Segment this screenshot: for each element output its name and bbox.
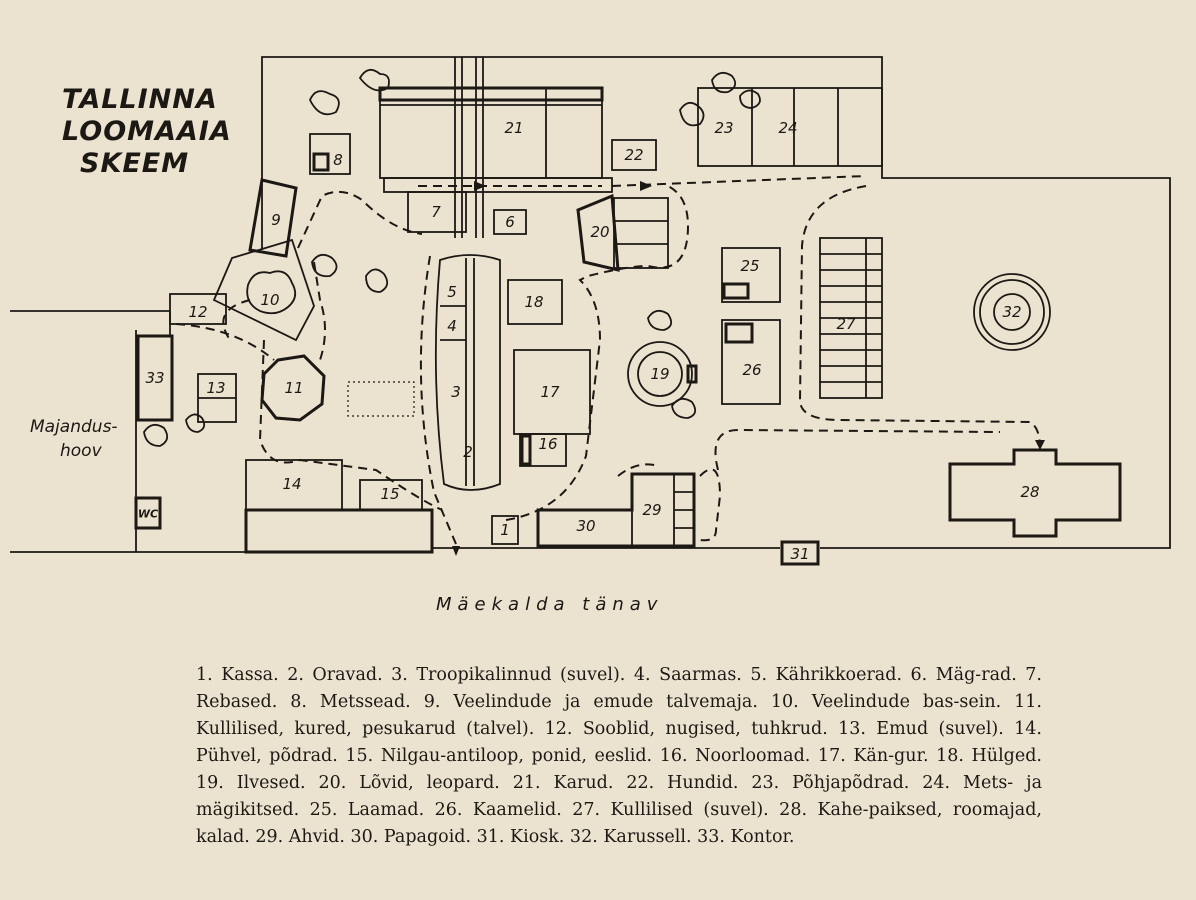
street-name: Mäekalda tänav: [436, 594, 663, 615]
enclosure-31: [780, 540, 820, 566]
map-number-33: 33: [145, 369, 164, 387]
map-number-2: 2: [463, 443, 473, 461]
enclosure-18: [507, 279, 563, 325]
map-number-10: 10: [260, 291, 279, 309]
enclosure-numbers: 1 2 3 4 5 6 7 8 9 10 11 12 13 14 15 16 1…: [145, 119, 1039, 563]
map-number-18: 18: [524, 293, 543, 311]
enclosure-27: [819, 237, 883, 399]
enclosure-23-24: [697, 87, 883, 167]
map-number-21: 21: [504, 119, 523, 137]
side-label-line-1: Majandus-: [30, 417, 118, 437]
map-number-7: 7: [431, 203, 441, 221]
map-number-19: 19: [650, 365, 669, 383]
enclosure-20: [576, 193, 669, 272]
enclosure-32: [973, 273, 1051, 351]
wc-building: [134, 496, 162, 530]
map-number-8: 8: [333, 151, 343, 169]
enclosure-22: [611, 139, 657, 171]
visitor-paths: [175, 175, 1045, 556]
map-number-23: 23: [714, 119, 733, 137]
enclosure-29-30: [536, 472, 696, 548]
map-number-28: 28: [1020, 483, 1039, 501]
enclosure-33: [136, 334, 174, 422]
map-number-9: 9: [271, 211, 281, 229]
enclosure-6: [493, 209, 527, 235]
enclosure-8: [309, 133, 351, 175]
enclosure-10: [212, 238, 315, 342]
map-number-31: 31: [790, 545, 809, 563]
map-number-11: 11: [284, 379, 303, 397]
map-number-20: 20: [590, 223, 609, 241]
map-number-22: 22: [624, 146, 643, 164]
enclosure-19: [627, 341, 698, 407]
map-legend: 1. Kassa. 2. Oravad. 3. Troopikalinnud (…: [196, 665, 1042, 847]
map-number-1: 1: [500, 521, 510, 539]
map-number-29: 29: [642, 501, 661, 519]
map-number-15: 15: [380, 485, 399, 503]
enclosure-28: [948, 448, 1122, 538]
enclosure-26: [721, 319, 781, 405]
map-number-16: 16: [538, 435, 557, 453]
map-number-12: 12: [188, 303, 207, 321]
side-label-line-2: hoov: [60, 441, 103, 461]
hedge: [347, 381, 415, 417]
enclosure-16: [519, 433, 567, 467]
map-number-26: 26: [742, 361, 761, 379]
map-number-14: 14: [282, 475, 301, 493]
map-title-line-2: LOOMAAIA: [62, 116, 232, 147]
enclosure-12: [169, 293, 227, 325]
enclosure-14-15: [244, 459, 434, 554]
map-number-17: 17: [540, 383, 560, 401]
map-title-line-3: SKEEM: [80, 148, 189, 179]
enclosure-9: [248, 178, 298, 258]
bird-alley: [434, 254, 501, 491]
map-title-line-1: TALLINNA: [62, 84, 218, 115]
map-number-4: 4: [447, 317, 457, 335]
map-number-3: 3: [451, 383, 461, 401]
enclosure-11: [260, 354, 326, 422]
enclosure-7: [407, 191, 467, 233]
enclosure-1: [491, 515, 519, 545]
map-number-13: 13: [206, 379, 225, 397]
map-number-25: 25: [740, 257, 759, 275]
wc-label: WC: [138, 508, 158, 521]
map-number-27: 27: [836, 315, 856, 333]
map-number-32: 32: [1002, 303, 1021, 321]
map-number-24: 24: [778, 119, 797, 137]
map-number-5: 5: [447, 283, 457, 301]
map-number-30: 30: [576, 517, 595, 535]
tree-icons: [143, 68, 761, 447]
map-number-6: 6: [505, 213, 515, 231]
enclosure-13: [197, 373, 237, 423]
enclosure-25: [721, 247, 781, 303]
